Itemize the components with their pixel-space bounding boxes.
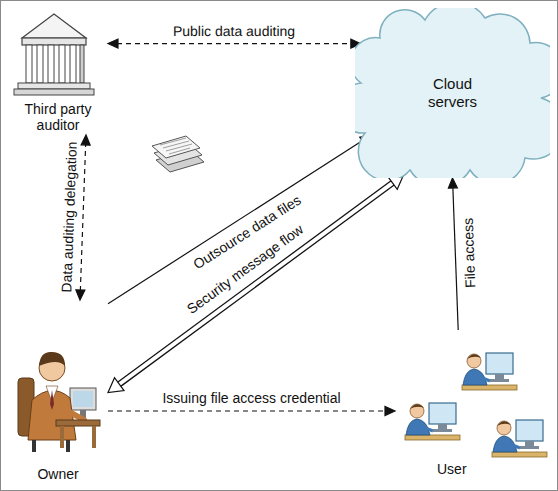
owner-figure — [28, 390, 76, 440]
owner-figure — [60, 426, 64, 448]
auditor-building — [37, 45, 43, 83]
edge-label: File access — [460, 216, 479, 291]
auditor-building — [22, 14, 86, 38]
user-figures — [405, 353, 547, 457]
dashed-arrow — [108, 407, 395, 416]
arrow-head — [385, 407, 395, 416]
cloud-outline — [355, 8, 550, 178]
node-label: User — [437, 461, 467, 477]
node-label: Owner — [37, 466, 78, 482]
owner-figure — [50, 390, 54, 410]
auditor-building — [80, 45, 84, 83]
solid-arrow — [448, 178, 458, 330]
arrow-line — [117, 43, 352, 44]
owner-figure — [18, 352, 100, 452]
auditor-building — [22, 38, 86, 45]
owner-figure — [39, 352, 65, 366]
owner-figure — [92, 426, 96, 448]
arrow-line — [108, 410, 386, 411]
owner-node: Owner — [8, 300, 108, 485]
auditor-building — [14, 14, 94, 95]
user-figures — [462, 353, 517, 390]
arrow-head — [76, 290, 85, 300]
owner-figure — [73, 391, 93, 407]
arrow-head — [108, 378, 124, 393]
arrow-line — [453, 187, 458, 330]
node-label: Third party auditor — [8, 101, 108, 133]
cloud-node: Cloud servers — [355, 8, 550, 178]
owner-figure — [34, 440, 68, 452]
file-stack — [160, 138, 192, 154]
auditor-building — [48, 45, 54, 83]
dashed-arrow — [108, 39, 361, 48]
auditor-building — [18, 83, 90, 89]
arrow-head — [108, 39, 118, 48]
arrow-head — [448, 178, 457, 188]
arrow-line — [117, 180, 392, 382]
arrow-head — [81, 135, 90, 145]
edge-label: Issuing file access credential — [160, 390, 342, 406]
owner-figure — [70, 388, 96, 410]
auditor-node: Third party auditor — [8, 8, 108, 135]
auditor-building — [59, 45, 65, 83]
auditor-building — [14, 89, 94, 95]
double-arrow — [108, 175, 404, 393]
auditor-building — [26, 45, 32, 83]
edge-label: Data auditing delegation — [58, 139, 80, 294]
user-figures — [492, 420, 547, 457]
auditor-building — [70, 45, 76, 83]
arrow-line — [120, 184, 395, 386]
user-node: User — [395, 330, 553, 480]
owner-figure — [56, 420, 100, 426]
owner-figure — [66, 410, 84, 420]
user-figures — [405, 403, 460, 440]
file-stack — [152, 136, 204, 172]
edge-label: Public data auditing — [171, 23, 297, 39]
file-stack — [152, 136, 200, 158]
arrow-line — [80, 144, 85, 291]
node-label: Cloud servers — [418, 75, 488, 111]
